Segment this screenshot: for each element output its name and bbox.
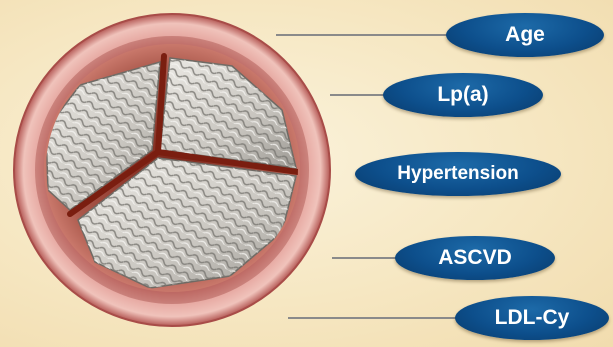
pill-label-hypertension: Hypertension [355, 152, 561, 196]
pill-label-lpa: Lp(a) [383, 73, 543, 117]
pill-label-age: Age [446, 13, 604, 57]
pill-label-ldl: LDL-Cy [455, 296, 609, 340]
pill-label-ascvd: ASCVD [395, 236, 555, 280]
